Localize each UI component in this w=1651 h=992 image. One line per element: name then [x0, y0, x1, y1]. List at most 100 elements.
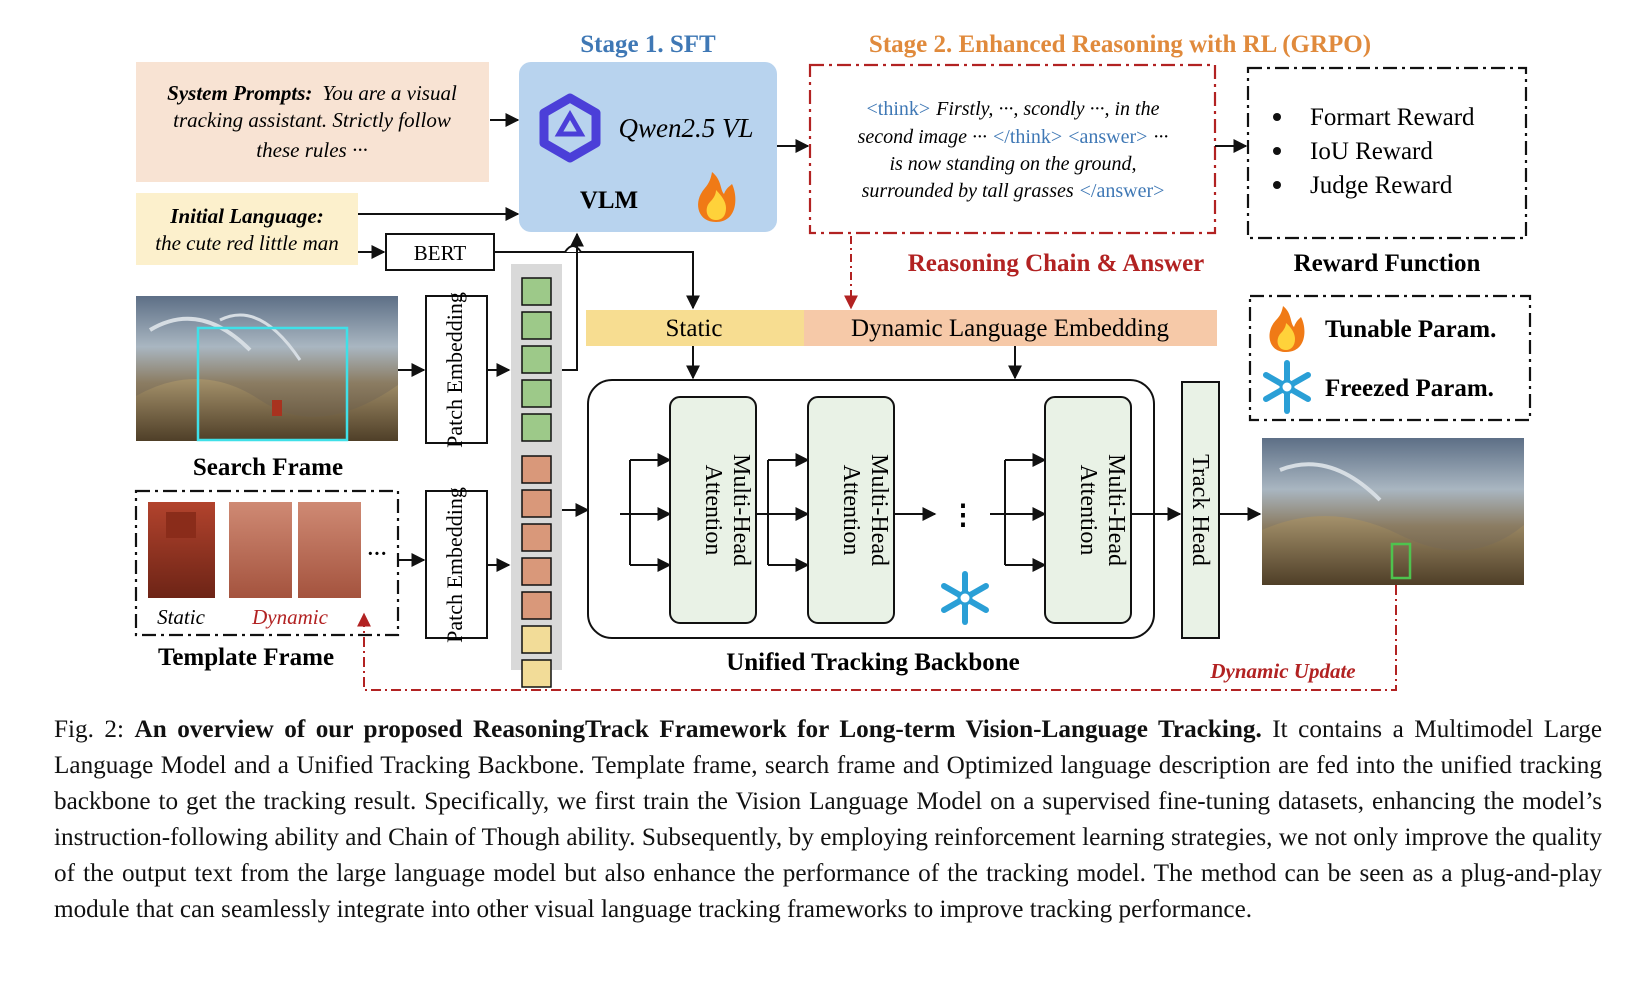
reasoning-chain-label: Reasoning Chain & Answer: [908, 250, 1205, 277]
token: [521, 455, 552, 484]
dynamic-update-label: Dynamic Update: [1209, 659, 1355, 683]
reasoning-line2-tail: ···: [1153, 126, 1168, 148]
track-head-label: Track Head: [1187, 454, 1213, 566]
svg-text:surrounded by tall grasses</an: surrounded by tall grasses </answer>: [862, 180, 1165, 202]
token: [521, 379, 552, 408]
snowflake-icon: [941, 571, 989, 625]
reasoning-line1: Firstly, ···, scondly ···, in the: [935, 98, 1159, 120]
multi-head-attention-label: Multi-HeadAttention: [700, 454, 754, 566]
svg-text:System Prompts:You are a visua: System Prompts: You are a visual: [167, 81, 457, 105]
dynamic-update-path: [357, 585, 1397, 691]
legend-tunable-label: Tunable Param.: [1325, 316, 1496, 343]
stage2-title: Stage 2. Enhanced Reasoning with RL (GRP…: [869, 31, 1371, 58]
reasoning-output-box: [808, 63, 1217, 235]
token: [521, 625, 552, 654]
framework-diagram: Stage 1. SFT Stage 2. Enhanced Reasoning…: [134, 31, 1532, 691]
answer-close-tag: </answer>: [1080, 180, 1165, 202]
search-frame-image: [136, 296, 398, 442]
patch-embedding-search-label: Patch Embedding: [442, 292, 467, 448]
initial-language-text: the cute red little man: [155, 231, 339, 255]
patch-embedding-template-label: Patch Embedding: [442, 487, 467, 643]
backbone-caption: Unified Tracking Backbone: [726, 649, 1020, 676]
legend-freezed-label: Freezed Param.: [1325, 375, 1494, 402]
static-embedding-label: Static: [666, 315, 723, 342]
think-close-tag: </think>: [993, 126, 1062, 148]
token-stack: [521, 277, 552, 688]
token: [521, 277, 552, 306]
think-open-tag: <think>: [867, 98, 931, 120]
reward-item-format: Formart Reward: [1310, 104, 1475, 131]
caption-title: An overview of our proposed ReasoningTra…: [134, 716, 1262, 743]
stage1-title: Stage 1. SFT: [580, 31, 716, 58]
template-static-label: Static: [157, 605, 206, 629]
vlm-model-name: Qwen2.5 VL: [619, 113, 754, 143]
static-embedding: [586, 310, 804, 346]
multi-head-attention-block: [669, 396, 757, 624]
template-static-detail: [166, 512, 196, 538]
token: [521, 489, 552, 518]
template-dynamic-image-1: [229, 502, 292, 598]
fire-icon: [698, 172, 736, 222]
track-head: [1181, 381, 1220, 639]
legend-box: [1248, 294, 1532, 422]
reward-item-iou: IoU Reward: [1310, 138, 1433, 165]
system-prompt-line1: You are a visual: [322, 81, 457, 105]
attention-label-line1: Multi-Head: [728, 454, 754, 566]
backbone-ellipsis: ⋮: [949, 500, 977, 531]
multi-head-attention-block: [1044, 396, 1132, 624]
svg-text:second image ···</think><answe: second image ··· </think> <answer> ···: [858, 126, 1169, 148]
reward-bullet: [1273, 147, 1281, 155]
tracking-result-image: [1262, 438, 1524, 585]
token: [521, 345, 552, 374]
attention-label-line2: Attention: [838, 465, 864, 556]
system-prompt-line2: tracking assistant. Strictly follow: [173, 108, 451, 132]
reasoning-line3: is now standing on the ground,: [889, 153, 1136, 175]
reward-bullet: [1273, 113, 1281, 121]
dynamic-embedding: [804, 310, 1217, 346]
bert-label: BERT: [414, 241, 467, 265]
dynamic-embedding-label: Dynamic Language Embedding: [851, 315, 1169, 342]
caption-prefix: Fig. 2:: [54, 716, 124, 743]
caption-body: It contains a Multimodel Large Language …: [54, 716, 1603, 923]
snowflake-icon: [1263, 360, 1311, 414]
system-prompt-line3: these rules ···: [256, 138, 367, 162]
template-dynamic-image-2: [298, 502, 361, 598]
template-frame-box: [134, 489, 400, 637]
reward-function-caption: Reward Function: [1294, 250, 1481, 277]
reward-item-judge: Judge Reward: [1310, 172, 1453, 199]
multi-head-attention-label: Multi-HeadAttention: [1075, 454, 1129, 566]
attention-label-line2: Attention: [700, 465, 726, 556]
reward-box: [1246, 66, 1528, 240]
fire-icon: [1269, 306, 1305, 352]
attention-label-line1: Multi-Head: [1103, 454, 1129, 566]
token: [521, 557, 552, 586]
system-prompt-label: System Prompts:: [167, 81, 312, 105]
attention-label-line2: Attention: [1075, 465, 1101, 556]
reasoning-line4: surrounded by tall grasses: [862, 180, 1074, 202]
initial-language-label: Initial Language:: [169, 204, 323, 228]
token: [521, 523, 552, 552]
token: [521, 413, 552, 442]
token: [521, 311, 552, 340]
reasoning-line2: second image ···: [858, 126, 987, 148]
search-frame-caption: Search Frame: [193, 454, 343, 481]
answer-open-tag: <answer>: [1068, 126, 1147, 148]
system-prompt-box: [136, 62, 489, 182]
reward-bullet: [1273, 181, 1281, 189]
patch-embedding-template: [425, 490, 488, 639]
template-frame-caption: Template Frame: [158, 644, 334, 671]
patch-embedding-search: [425, 295, 488, 444]
template-ellipsis: ···: [367, 543, 387, 565]
figure-caption: Fig. 2: An overview of our proposed Reas…: [54, 712, 1602, 928]
svg-text:<think>Firstly, ···, scondly ·: <think>Firstly, ···, scondly ···, in the: [867, 98, 1160, 120]
attention-label-line1: Multi-Head: [866, 454, 892, 566]
template-dynamic-label: Dynamic: [251, 605, 328, 629]
token: [521, 659, 552, 688]
qwen-logo-icon: [539, 93, 601, 163]
multi-head-attention-label: Multi-HeadAttention: [838, 454, 892, 566]
initial-language-box: [136, 193, 358, 265]
multi-head-attention-block: [807, 396, 895, 624]
token: [521, 591, 552, 620]
vlm-label: VLM: [580, 187, 638, 214]
